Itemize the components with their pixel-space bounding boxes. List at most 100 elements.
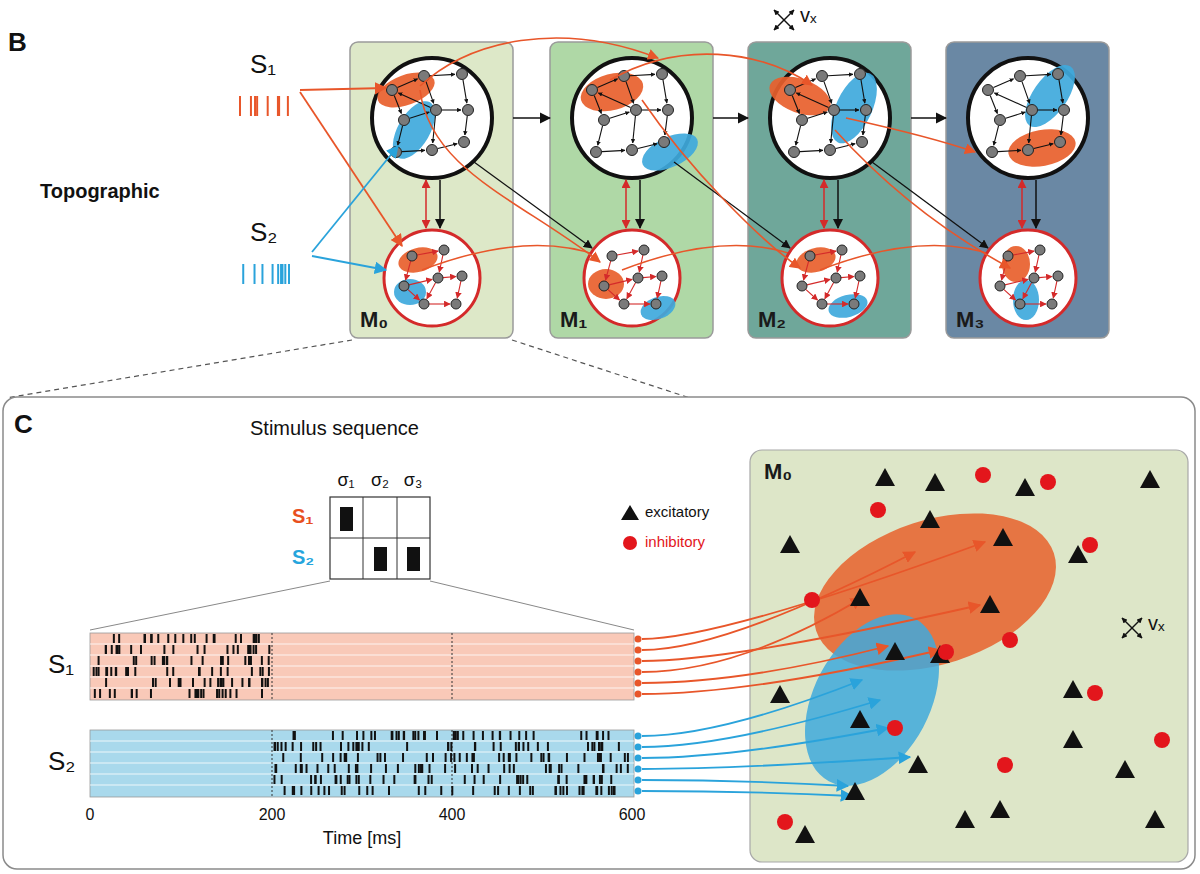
synapse-arrow xyxy=(1034,144,1053,149)
label: S₁ xyxy=(250,50,276,80)
synapse-arrow xyxy=(1026,74,1051,75)
spike xyxy=(332,731,334,740)
spike xyxy=(559,786,561,795)
spike xyxy=(577,764,579,773)
input-arrow xyxy=(312,256,386,270)
spike xyxy=(143,634,145,643)
spike xyxy=(255,645,257,654)
spike xyxy=(423,731,425,740)
spike xyxy=(209,678,211,687)
synapse-arrow xyxy=(602,150,625,151)
excitatory-neuron xyxy=(1115,760,1135,778)
neuron xyxy=(633,273,643,283)
neuron xyxy=(829,105,840,116)
spike xyxy=(196,689,198,698)
synapse-arrow xyxy=(800,150,823,151)
input-arrow xyxy=(642,680,862,736)
inhibitory-neuron xyxy=(1040,474,1056,490)
neuron xyxy=(995,115,1006,126)
feedforward-arrow xyxy=(610,54,812,85)
input-dot xyxy=(635,680,642,687)
time-marker xyxy=(272,730,273,797)
raster-row-line xyxy=(90,763,634,764)
stimulus-assembly xyxy=(826,290,870,322)
spike xyxy=(474,742,476,751)
synapse-arrow xyxy=(463,80,467,103)
spike xyxy=(242,264,244,284)
spike xyxy=(113,634,115,643)
spike xyxy=(241,678,243,687)
spike xyxy=(450,742,452,751)
excitatory-neuron xyxy=(993,528,1013,546)
spike xyxy=(374,731,376,740)
spike xyxy=(105,667,107,676)
neuron xyxy=(1053,271,1063,281)
synapse-arrow xyxy=(796,126,801,145)
excitatory-neuron xyxy=(780,535,800,553)
inhibitory-neuron xyxy=(975,467,991,483)
spike xyxy=(436,731,438,740)
synapse-arrow xyxy=(409,279,432,284)
spike xyxy=(229,689,231,698)
synapse-arrow xyxy=(610,112,630,118)
excitatory-population xyxy=(770,58,890,178)
table-line xyxy=(330,538,430,539)
neuron xyxy=(431,105,442,116)
spike xyxy=(265,678,267,687)
spike xyxy=(154,656,156,665)
spike xyxy=(607,731,609,740)
spike xyxy=(347,775,349,784)
spike xyxy=(254,264,256,284)
spike xyxy=(135,656,137,665)
legend-text: inhibitory xyxy=(645,533,705,551)
neuron xyxy=(439,245,449,255)
legend-text: excitatory xyxy=(645,503,709,521)
spike xyxy=(293,731,295,740)
module-panel: M₂ xyxy=(748,42,911,338)
neuron xyxy=(399,115,410,126)
spike xyxy=(466,753,468,762)
module-connector xyxy=(513,117,550,119)
spike xyxy=(166,656,168,665)
spike xyxy=(483,775,485,784)
spike xyxy=(601,775,603,784)
label: Time [ms] xyxy=(323,828,401,849)
spike xyxy=(345,753,347,762)
spike xyxy=(369,775,371,784)
label: S₁ xyxy=(292,505,314,528)
neuron xyxy=(627,145,638,156)
input-dot xyxy=(635,691,642,698)
synapse-arrow xyxy=(406,261,411,280)
spike xyxy=(550,764,552,773)
spike xyxy=(267,96,269,116)
spike xyxy=(488,764,490,773)
neuron xyxy=(789,147,800,158)
module-panel: M₁ xyxy=(550,42,713,338)
synapse-arrow xyxy=(442,109,461,110)
spike xyxy=(140,645,142,654)
synapse-arrow xyxy=(606,261,611,280)
spike xyxy=(249,645,251,654)
spike xyxy=(182,634,184,643)
spike xyxy=(454,731,456,740)
spike xyxy=(447,742,449,751)
input-dot xyxy=(635,766,642,773)
synapse-arrow xyxy=(792,96,799,114)
spike xyxy=(585,775,587,784)
spike xyxy=(403,731,405,740)
spike xyxy=(328,786,330,795)
spike xyxy=(599,775,601,784)
spike xyxy=(518,742,520,751)
spike xyxy=(358,775,360,784)
zoom-panel xyxy=(3,397,1195,869)
module-label: M₀ xyxy=(360,308,388,332)
spike xyxy=(548,753,550,762)
synapse-arrow xyxy=(657,281,661,298)
spike xyxy=(155,678,157,687)
synapse-arrow xyxy=(617,251,638,255)
spike xyxy=(341,786,343,795)
spike xyxy=(593,742,595,751)
spike xyxy=(200,689,202,698)
module-panel xyxy=(550,42,713,338)
synapse-arrow xyxy=(398,126,403,145)
